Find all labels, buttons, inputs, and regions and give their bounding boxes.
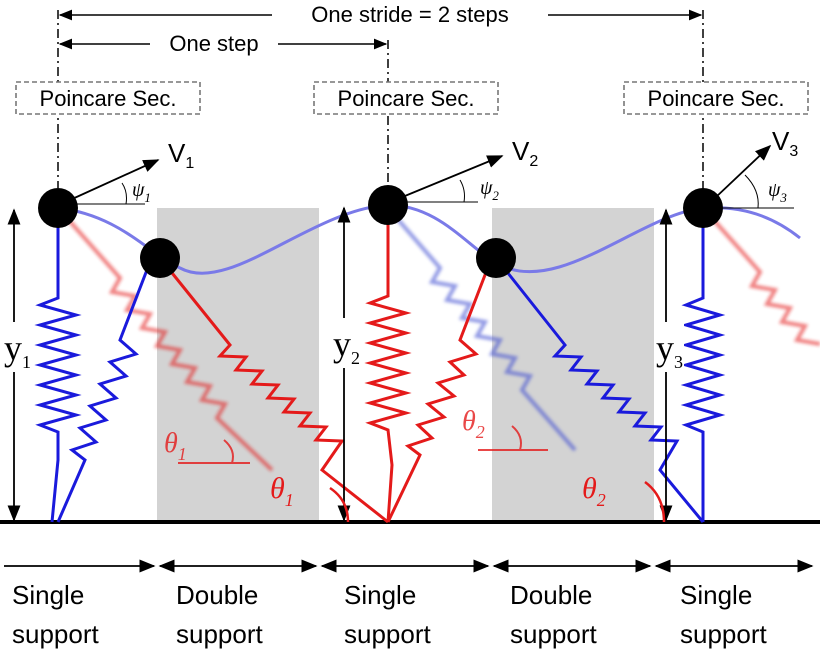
svg-text:Double: Double xyxy=(510,580,592,610)
velocity-arrow-2 xyxy=(399,155,504,199)
phase-label-3: Single support xyxy=(344,580,431,649)
y2-label: y2 xyxy=(333,324,360,368)
svg-text:Poincare Sec.: Poincare Sec. xyxy=(648,86,785,111)
stance-leg-2 xyxy=(364,208,412,523)
velocity-arrow-1 xyxy=(69,159,160,201)
psi1-label: ψ1 xyxy=(132,179,151,205)
svg-text:θ2: θ2 xyxy=(462,406,485,442)
poincare-box-3: Poincare Sec. xyxy=(623,81,809,115)
theta-1: θ1 xyxy=(270,472,350,523)
v3-label: V3 xyxy=(772,126,798,160)
stance-leg-3 xyxy=(680,208,726,522)
stance-leg-2b xyxy=(386,261,492,523)
psi-arc-1 xyxy=(121,182,127,205)
svg-text:θ1: θ1 xyxy=(164,428,187,464)
psi3-label: ψ3 xyxy=(768,179,787,205)
swing-leg-1 xyxy=(158,257,389,524)
theta-ghost-2: θ2 xyxy=(462,406,548,451)
svg-text:Single: Single xyxy=(12,580,84,610)
svg-text:Double: Double xyxy=(176,580,258,610)
v2-label: V2 xyxy=(512,136,538,170)
poincare-box-2: Poincare Sec. xyxy=(313,81,499,115)
svg-text:support: support xyxy=(12,619,99,649)
stance-leg-1 xyxy=(34,208,82,523)
mass-1 xyxy=(38,188,78,228)
v1-label: V1 xyxy=(168,138,194,172)
phase-label-2: Double support xyxy=(176,580,263,649)
svg-text:support: support xyxy=(176,619,263,649)
y3-label: y3 xyxy=(656,328,683,372)
mass-2-mid xyxy=(476,238,516,278)
svg-text:θ2: θ2 xyxy=(582,472,606,510)
psi2-label: ψ2 xyxy=(480,177,499,203)
svg-text:support: support xyxy=(510,619,597,649)
psi-arc-2 xyxy=(459,179,465,203)
svg-text:Poincare Sec.: Poincare Sec. xyxy=(338,86,475,111)
phase-label-4: Double support xyxy=(510,580,597,649)
svg-text:Poincare Sec.: Poincare Sec. xyxy=(40,86,177,111)
phase-label-5: Single support xyxy=(680,580,767,649)
phase-label-1: Single support xyxy=(12,580,99,649)
mass-1-mid xyxy=(140,238,180,278)
psi-arc-3 xyxy=(744,174,759,209)
poincare-box-1: Poincare Sec. xyxy=(15,81,201,115)
stance-leg-1b xyxy=(56,261,152,523)
svg-text:support: support xyxy=(680,619,767,649)
y1-label: y1 xyxy=(4,328,31,372)
svg-text:support: support xyxy=(344,619,431,649)
svg-text:Single: Single xyxy=(680,580,752,610)
theta-ghost-1: θ1 xyxy=(164,428,250,464)
mass-2 xyxy=(368,185,408,225)
swing-leg-2 xyxy=(494,257,705,523)
theta-2: θ2 xyxy=(582,472,666,523)
ghost-legs xyxy=(56,206,820,472)
svg-text:θ1: θ1 xyxy=(270,472,294,510)
step-label: One step xyxy=(169,31,258,56)
velocity-arrow-3 xyxy=(714,144,772,199)
mass-3 xyxy=(683,188,723,228)
svg-text:Single: Single xyxy=(344,580,416,610)
stride-label: One stride = 2 steps xyxy=(311,2,509,27)
